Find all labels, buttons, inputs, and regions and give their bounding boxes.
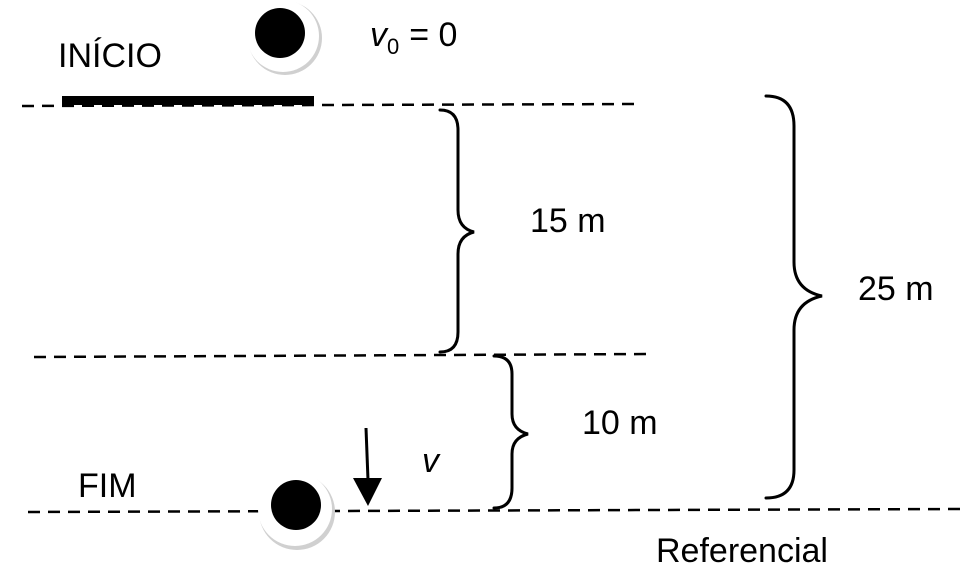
brace-15m — [438, 108, 475, 354]
reference-level-line — [27, 507, 961, 514]
start-platform — [62, 96, 314, 105]
brace-10m — [492, 354, 529, 510]
total-height-label: 25 m — [858, 270, 934, 308]
arrow-down-icon — [353, 427, 382, 506]
initial-velocity-symbol: v — [370, 16, 389, 54]
start-label: INÍCIO — [58, 37, 162, 75]
initial-velocity-value: = 0 — [409, 16, 457, 54]
lower-height-label: 10 m — [582, 404, 658, 442]
middle-level-line — [33, 352, 653, 359]
upper-height-label: 15 m — [530, 202, 606, 240]
reference-label: Referencial — [656, 532, 828, 570]
end-label: FIM — [78, 467, 137, 505]
ball-start-icon — [247, 0, 322, 75]
initial-velocity-label: v0 = 0 — [370, 16, 457, 59]
ball-end-icon — [258, 472, 335, 550]
initial-velocity-subscript: 0 — [387, 34, 399, 59]
start-level-line — [21, 102, 641, 108]
brace-25m — [764, 94, 823, 500]
final-velocity-label: v — [422, 442, 441, 480]
